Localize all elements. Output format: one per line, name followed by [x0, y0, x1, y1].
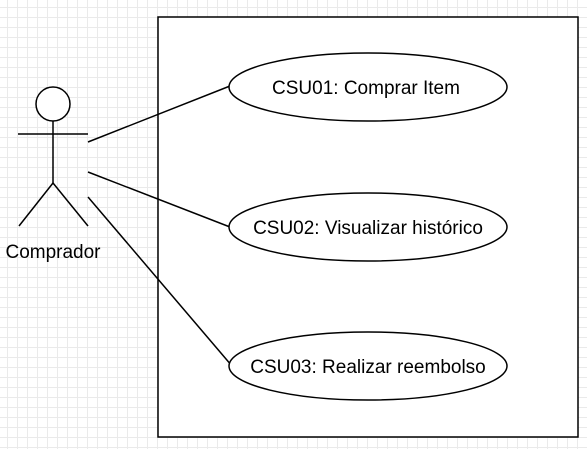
use-case-label: CSU01: Comprar Item	[272, 78, 460, 99]
use-case-label: CSU02: Visualizar histórico	[253, 218, 483, 239]
use-case-csu03[interactable]: CSU03: Realizar reembolso	[228, 331, 508, 401]
use-case-ellipse[interactable]	[228, 192, 508, 262]
use-case-ellipse[interactable]	[228, 331, 508, 401]
use-case-label: CSU03: Realizar reembolso	[250, 357, 486, 378]
actor-label: Comprador	[5, 242, 101, 263]
actor-left-leg	[18, 182, 54, 227]
use-case-ellipse[interactable]	[228, 52, 508, 122]
actor-right-leg	[52, 182, 89, 227]
use-case-csu01[interactable]: CSU01: Comprar Item	[228, 52, 508, 122]
actor-figure[interactable]	[18, 86, 89, 227]
association-line-csu01[interactable]	[87, 85, 231, 143]
use-case-csu02[interactable]: CSU02: Visualizar histórico	[228, 192, 508, 262]
actor-head	[35, 86, 71, 122]
association-line-csu03[interactable]	[87, 196, 233, 367]
association-line-csu02[interactable]	[87, 171, 231, 228]
